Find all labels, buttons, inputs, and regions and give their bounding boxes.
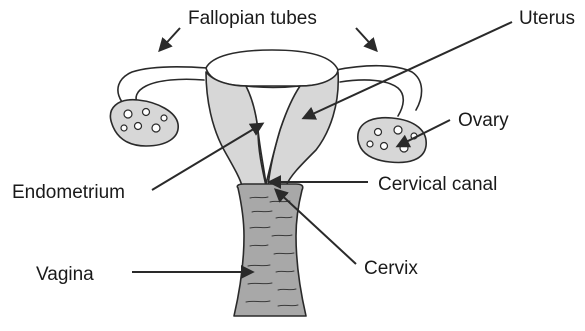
fallopian-tube-right xyxy=(336,66,422,116)
label-cervix: Cervix xyxy=(364,258,418,279)
uterus xyxy=(206,72,338,186)
label-cervical-canal: Cervical canal xyxy=(378,174,497,195)
label-fallopian-tubes: Fallopian tubes xyxy=(188,8,317,29)
vagina xyxy=(234,184,306,316)
pointer-fallopian-left xyxy=(160,28,180,50)
uterus-fundus xyxy=(206,50,338,86)
label-uterus: Uterus xyxy=(519,8,575,29)
label-endometrium: Endometrium xyxy=(12,182,125,203)
ovary-right xyxy=(358,118,426,163)
label-ovary: Ovary xyxy=(458,110,509,131)
ovary-left xyxy=(110,100,178,146)
pointer-fallopian-right xyxy=(356,28,376,50)
label-vagina: Vagina xyxy=(36,264,94,285)
fallopian-tube-left xyxy=(118,67,208,104)
